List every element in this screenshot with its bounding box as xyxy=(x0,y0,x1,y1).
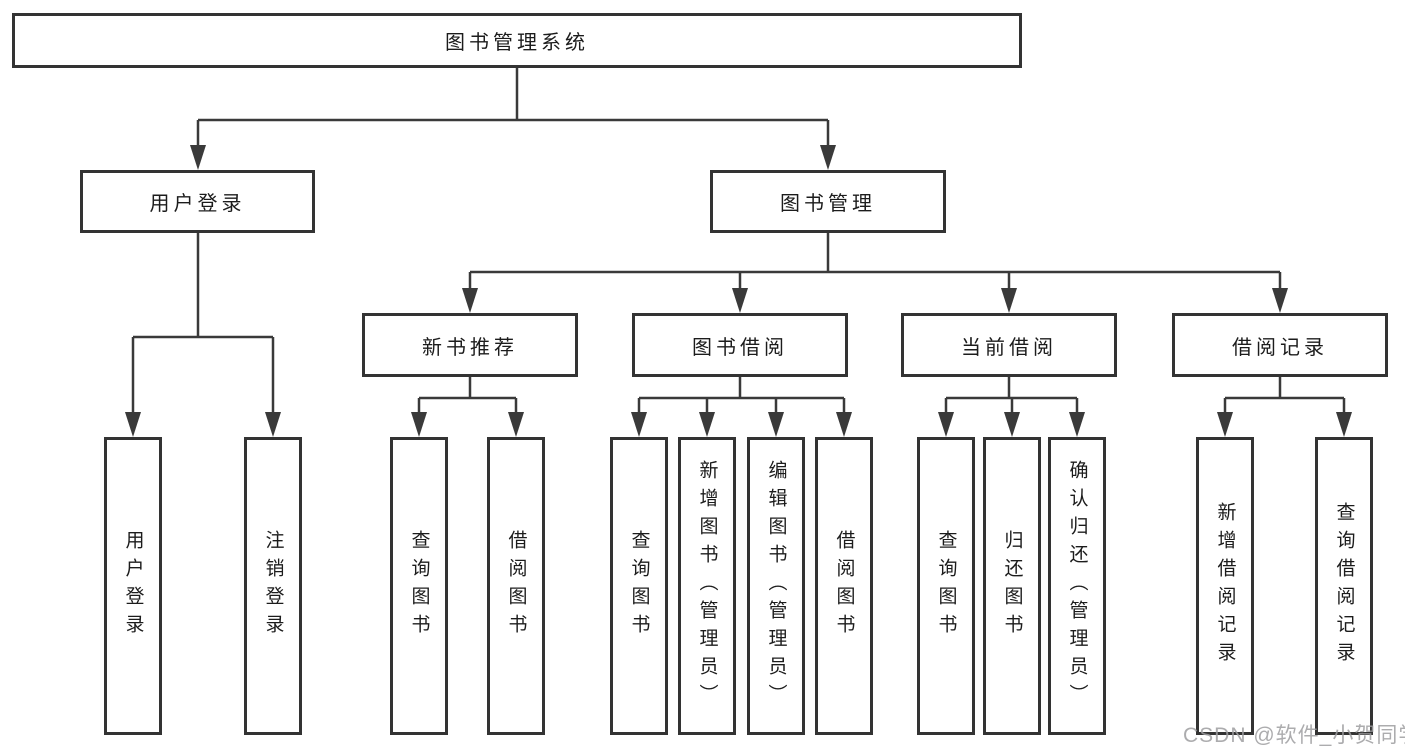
leaf-logout: 注销登录 xyxy=(244,437,302,735)
leaf-label: 查询图书 xyxy=(408,530,430,642)
leaf-query-books-current: 查询图书 xyxy=(917,437,975,735)
leaf-label: 查询借阅记录 xyxy=(1333,502,1355,670)
leaf-borrow-books: 借阅图书 xyxy=(815,437,873,735)
leaf-edit-books-admin: 编辑图书（管理员） xyxy=(747,437,805,735)
leaf-label: 注销登录 xyxy=(262,530,284,642)
leaf-label: 编辑图书（管理员） xyxy=(765,460,787,712)
leaf-add-books-admin: 新增图书（管理员） xyxy=(678,437,736,735)
leaf-label: 借阅图书 xyxy=(505,530,527,642)
node-current-borrow: 当前借阅 xyxy=(901,313,1117,377)
leaf-add-borrow-record: 新增借阅记录 xyxy=(1196,437,1254,735)
connector-newbook-children xyxy=(417,377,518,416)
connector-records-children xyxy=(1223,377,1346,416)
leaf-confirm-return-admin: 确认归还（管理员） xyxy=(1048,437,1106,735)
node-new-book-recommend: 新书推荐 xyxy=(362,313,578,377)
connector-bookmgmt-level3 xyxy=(468,233,1282,292)
arrowheads xyxy=(125,145,1352,437)
leaf-label: 借阅图书 xyxy=(833,530,855,642)
node-book-management: 图书管理 xyxy=(710,170,946,233)
leaf-query-books-borrow: 查询图书 xyxy=(610,437,668,735)
csdn-watermark: CSDN @软件_小贺同学 xyxy=(1183,724,1405,747)
leaf-label: 确认归还（管理员） xyxy=(1066,460,1088,712)
leaf-query-books-recommend: 查询图书 xyxy=(390,437,448,735)
leaf-label: 查询图书 xyxy=(628,530,650,642)
node-root-library-system: 图书管理系统 xyxy=(12,13,1022,68)
leaf-user-login: 用户登录 xyxy=(104,437,162,735)
leaf-borrow-books-recommend: 借阅图书 xyxy=(487,437,545,735)
node-borrow-records: 借阅记录 xyxy=(1172,313,1388,377)
leaf-label: 查询图书 xyxy=(935,530,957,642)
connector-currentborrow-children xyxy=(944,377,1079,416)
leaf-query-borrow-record: 查询借阅记录 xyxy=(1315,437,1373,735)
leaf-label: 用户登录 xyxy=(122,530,144,642)
leaf-label: 归还图书 xyxy=(1001,530,1023,642)
leaf-label: 新增图书（管理员） xyxy=(696,460,718,712)
node-book-borrow: 图书借阅 xyxy=(632,313,848,377)
connector-bookborrow-children xyxy=(637,377,846,416)
connector-root-level2 xyxy=(196,68,830,150)
leaf-label: 新增借阅记录 xyxy=(1214,502,1236,670)
node-user-login: 用户登录 xyxy=(80,170,315,233)
connector-userlogin-children xyxy=(131,233,275,416)
leaf-return-books: 归还图书 xyxy=(983,437,1041,735)
